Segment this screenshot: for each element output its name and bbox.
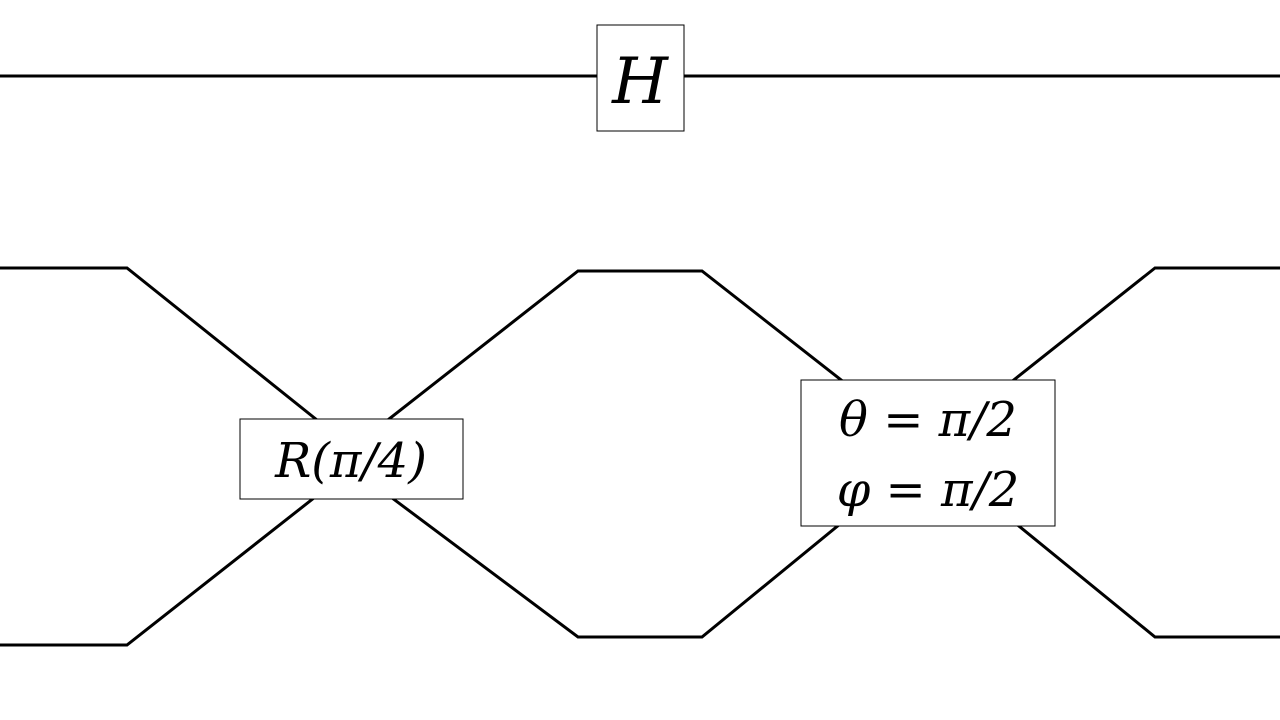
phase-theta-label: θ = π/2 [839,392,1017,448]
beam-splitter-label: R(π/4) [274,433,427,489]
hadamard-gate-label: H [611,45,669,119]
top-wire-group: H [0,24,1280,132]
phase-phi-label: φ = π/2 [837,462,1020,518]
beam-splitter: R(π/4) [239,418,464,500]
phase-element: θ = π/2 φ = π/2 [800,379,1056,527]
beam-splitter-box [239,418,464,500]
hadamard-gate-box [596,24,685,132]
phase-element-box [800,379,1056,527]
upper-path [0,266,1280,450]
lower-path [0,450,1280,647]
